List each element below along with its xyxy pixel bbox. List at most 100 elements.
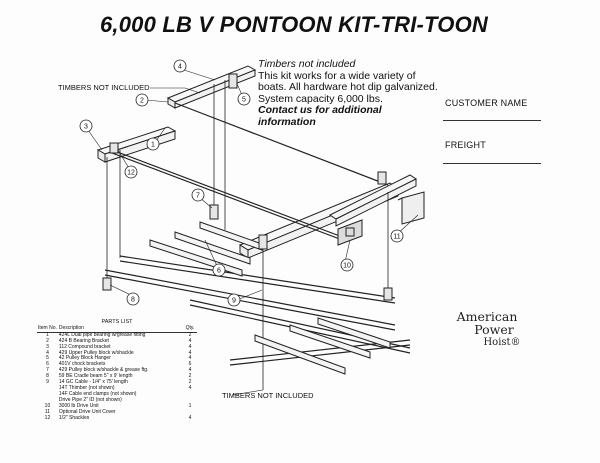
parts-col-item: Item No. [37,324,58,333]
parts-row-description: 3000 lb Drive Unit [58,402,99,409]
parts-row-item: 2 [46,337,49,344]
freight-label: FREIGHT [445,140,486,150]
parts-row-item: 4 [46,349,49,356]
parts-row: 11 Optional Drive Unit Cover [37,408,197,416]
customer-name-field[interactable] [443,120,541,121]
parts-row-description: 14 GC Cable - 1/4" x 75' length [58,379,128,386]
parts-row: 14F Cable end clamps (not shown) [37,390,197,398]
timbers-not-included-top: TIMBERS NOT INCLUDED [58,83,150,92]
parts-row-qty: 4 [188,349,192,356]
drive-unit-icon [337,219,363,246]
parts-row: 10 3000 lb Drive Unit 1 [37,402,197,410]
parts-row-description: 42 Pulley Block Hanger [58,355,111,362]
cables [106,80,389,390]
parts-row-item: 7 [46,367,49,374]
parts-table: Item No. Description Qty. 1 424L Dual pip… [37,324,197,422]
parts-row-item: 6 [46,361,49,368]
parts-row-item: 5 [46,355,49,362]
parts-list-heading: PARTS LIST [101,319,133,325]
parts-row-description: 14T Thimber (not shown) [58,384,115,391]
callout-11: 11 [393,234,400,241]
callout-12: 12 [127,170,135,177]
parts-col-description: Description [57,325,183,333]
parts-row-qty: 2 [188,373,192,380]
parts-row-qty: 4 [188,343,192,350]
timbers-not-included-bottom: TIMBERS NOT INCLUDED [222,391,314,400]
parts-row: 3 112 Compound bracket 4 [37,343,197,351]
parts-row-item: 1 [46,331,49,338]
callout-1: 1 [151,142,155,149]
parts-col-qty: Qty. [183,325,197,333]
parts-row-item: 3 [46,343,49,350]
parts-row: 14T Thimber (not shown) 4 [37,384,197,392]
logo-line-1: American [456,309,518,324]
parts-row-qty: 4 [188,367,192,374]
parts-row-description: 401V chock brackets [58,361,106,368]
parts-row-qty: 1 [188,402,192,409]
parts-row-description: Drive Pipe 2" ID (not shown) [58,396,122,403]
parts-row: 7 429 Pulley block w/shackle & grease ftg… [37,367,197,374]
logo-line-3: Hoist® [483,337,521,348]
cradle-beam-back [104,255,396,331]
callout-9: 9 [232,298,236,305]
parts-row-description: 424L Dual pipe bearing w/grease fitting [58,331,146,338]
parts-row-description: 429 Pulley block w/shackle & grease ftg. [58,367,149,374]
callout-10: 10 [343,263,351,270]
notes-line-1: Timbers not included [258,58,356,70]
parts-header-row: Item No. Description Qty. [37,324,197,333]
parts-row-qty: 2 [188,379,192,386]
pulley-blocks [102,73,393,301]
logo-line-2: Power [474,322,514,337]
parts-row: 2 424 B Bearing Bracket 4 [37,337,197,345]
parts-row-item: 9 [46,379,49,386]
parts-row-qty: 4 [188,414,192,421]
drive-pipe [111,102,389,242]
parts-row-qty: 4 [188,384,192,391]
parts-row: 9 14 GC Cable - 1/4" x 75' length 2 [37,379,197,386]
american-power-hoist-logo: American Power Hoist® [432,310,542,349]
callout-5: 5 [242,97,246,104]
parts-row-item: 8 [46,373,49,380]
callout-circles [79,59,404,307]
callout-7: 7 [196,193,200,200]
parts-row-qty: 6 [188,361,192,368]
parts-row-item: 11 [44,408,51,415]
page-title: 6,000 LB V PONTOON KIT-TRI-TOON [100,12,488,37]
parts-row-description: 1/2" Shackles [58,414,90,421]
parts-row-item: 10 [44,402,51,409]
notes-contact-line: Contact us for additional [258,104,382,116]
parts-row: Drive Pipe 2" ID (not shown) [37,396,197,404]
parts-row: 5 42 Pulley Block Hanger 4 [37,356,197,362]
customer-name-label: CUSTOMER NAME [445,98,528,108]
parts-row-description: 112 Compound bracket [58,343,111,350]
callout-4: 4 [178,64,182,71]
lower-timbers [149,221,391,375]
parts-row-qty: 4 [188,355,192,362]
parts-row-description: 59 BE Cradle beam 5" x 9' length [58,373,133,380]
drive-cover-icon [397,191,425,225]
notes-line-4: System capacity 6,000 lbs. [258,92,383,105]
parts-row: 4 429 Upper Pulley block w/shackle 4 [37,349,197,357]
parts-row-description: Optional Drive Unit Cover [58,408,116,415]
parts-row: 1 424L Dual pipe bearing w/grease fitting… [37,332,197,338]
notes-line-2: This kit works for a wide variety of [258,69,416,82]
parts-row: 6 401V chock brackets 6 [37,361,197,368]
parts-row-description: 14F Cable end clamps (not shown) [58,390,137,397]
notes-line-3: boats. All hardware hot dip galvanized. [258,81,438,93]
parts-row: 8 59 BE Cradle beam 5" x 9' length 2 [37,373,197,380]
freight-field[interactable] [443,163,541,164]
parts-row-qty: 2 [188,331,192,338]
parts-row-description: 424 B Bearing Bracket [58,337,109,344]
notes-contact-line-2: information [258,115,316,128]
callout-2: 2 [140,98,144,105]
callout-8: 8 [131,297,135,304]
callout-6: 6 [217,268,221,275]
callout-3: 3 [84,124,88,131]
upper-timber-right [238,174,417,259]
parts-row-description: 429 Upper Pulley block w/shackle [58,349,134,356]
parts-row-qty: 4 [188,337,192,344]
